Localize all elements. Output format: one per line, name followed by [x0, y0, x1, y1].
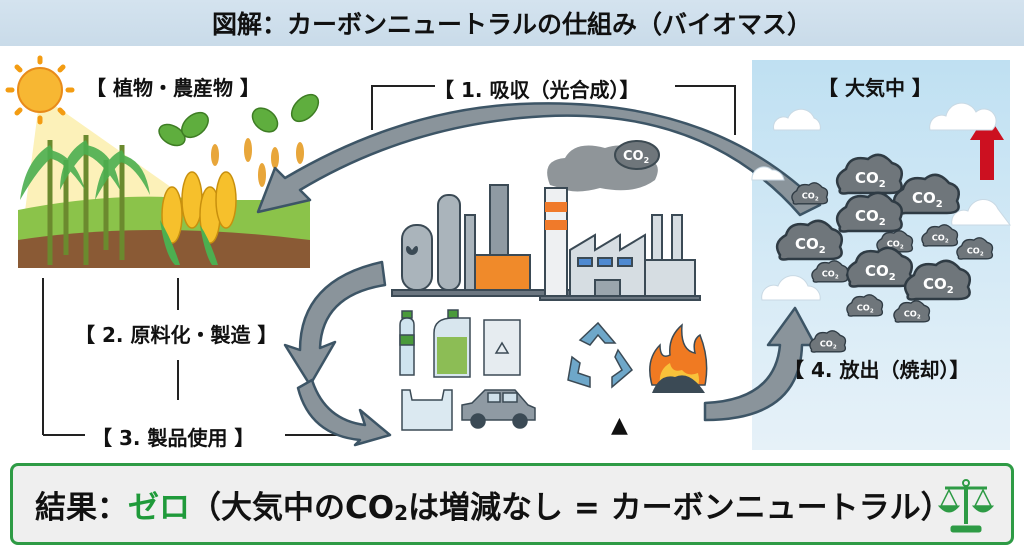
- co2-cloud-icon: CO2: [846, 294, 884, 317]
- co2-cloud-icon: CO2: [809, 330, 847, 353]
- smoke-co2-text: CO2: [623, 149, 649, 165]
- usage-arrow: [296, 378, 392, 447]
- result-body-sub: 2: [394, 500, 409, 525]
- co2-cloud-icon: CO2: [835, 153, 903, 195]
- sun-icon: [5, 55, 75, 125]
- co2-text: CO2: [822, 268, 839, 280]
- co2-text: CO2: [855, 169, 886, 190]
- step4-label: 【 4. 放出（焼却）】: [784, 358, 970, 382]
- result-body-after: は増減なし = カーボンニュートラル）: [408, 489, 952, 526]
- co2-cloud-icon: CO2: [893, 300, 931, 323]
- co2-text: CO2: [795, 235, 826, 256]
- title-bar: 図解：カーボンニュートラルの仕組み（バイオマス）: [0, 0, 1024, 46]
- co2-text: CO2: [923, 275, 954, 296]
- decrease-marker: ▲: [611, 413, 628, 438]
- co2-text: CO2: [855, 207, 886, 228]
- page-title: 図解：カーボンニュートラルの仕組み（バイオマス）: [211, 10, 812, 39]
- result-text: 結果：ゼロ（大気中のCO2は増減なし = カーボンニュートラル）: [35, 482, 952, 527]
- smoke-cloud-icon: CO2: [547, 140, 660, 192]
- step1-bracket: [371, 85, 736, 135]
- co2-text: CO2: [967, 245, 984, 257]
- factory-icon: [539, 187, 701, 301]
- result-box: 結果：ゼロ（大気中のCO2は増減なし = カーボンニュートラル）: [10, 463, 1014, 545]
- co2-cloud-icon: CO2: [956, 237, 994, 260]
- recycle-icon: [567, 321, 634, 389]
- step23-bracket: [42, 278, 340, 436]
- car-icon: [461, 389, 536, 429]
- step1-label: 【 1. 吸収（光合成）】: [434, 78, 640, 102]
- co2-cloud-icon: CO2: [775, 219, 843, 261]
- wheat-icon: [211, 138, 304, 187]
- co2-cloud-icon: CO2: [845, 246, 913, 288]
- plastic-bottle-icon: [399, 310, 415, 376]
- co2-cloud-icon: CO2: [835, 191, 903, 233]
- sky-clouds: [751, 102, 1011, 301]
- emission-arrow: [703, 306, 817, 422]
- balance-scale-icon: [937, 479, 995, 533]
- plants-illustration: [5, 55, 320, 268]
- co2-text: CO2: [932, 232, 949, 244]
- co2-text: CO2: [912, 189, 943, 210]
- co2-text: CO2: [865, 262, 896, 283]
- corn-icon: [160, 171, 237, 265]
- detergent-jug-icon: [433, 309, 471, 378]
- packaging-bag-icon: [483, 319, 521, 376]
- result-prefix: 結果：: [35, 489, 128, 526]
- leaf-icon: [158, 93, 320, 147]
- manufacturing-arrow: [283, 260, 387, 387]
- co2-text: CO2: [802, 190, 819, 202]
- plants-label: 【 植物・農産物 】: [86, 76, 260, 100]
- refinery-icon: [391, 184, 573, 297]
- end-of-life-illustration: [567, 321, 708, 393]
- co2-cloud-icon: CO2: [903, 259, 971, 301]
- co2-cloud-icon: CO2: [811, 260, 849, 283]
- absorption-arrow: [256, 102, 822, 217]
- soil: [18, 230, 310, 268]
- co2-cloud-icon: CO2: [892, 173, 960, 215]
- products-illustration: [399, 309, 536, 431]
- result-body-before: （大気中のCO: [190, 489, 395, 526]
- co2-text: CO2: [904, 308, 921, 320]
- co2-cloud-icon: CO2: [921, 224, 959, 247]
- result-highlight: ゼロ: [128, 489, 190, 526]
- atmosphere-label: 【 大気中 】: [818, 76, 932, 100]
- fire-icon: [649, 323, 708, 393]
- step3-label: 【 3. 製品使用 】: [92, 426, 255, 450]
- co2-text: CO2: [857, 302, 874, 314]
- step2-label: 【 2. 原料化・製造 】: [75, 323, 278, 347]
- co2-cloud-icon: CO2: [791, 182, 829, 205]
- plastic-tray-icon: [401, 389, 453, 431]
- co2-text: CO2: [820, 338, 837, 350]
- factory-illustration: CO2: [391, 140, 701, 301]
